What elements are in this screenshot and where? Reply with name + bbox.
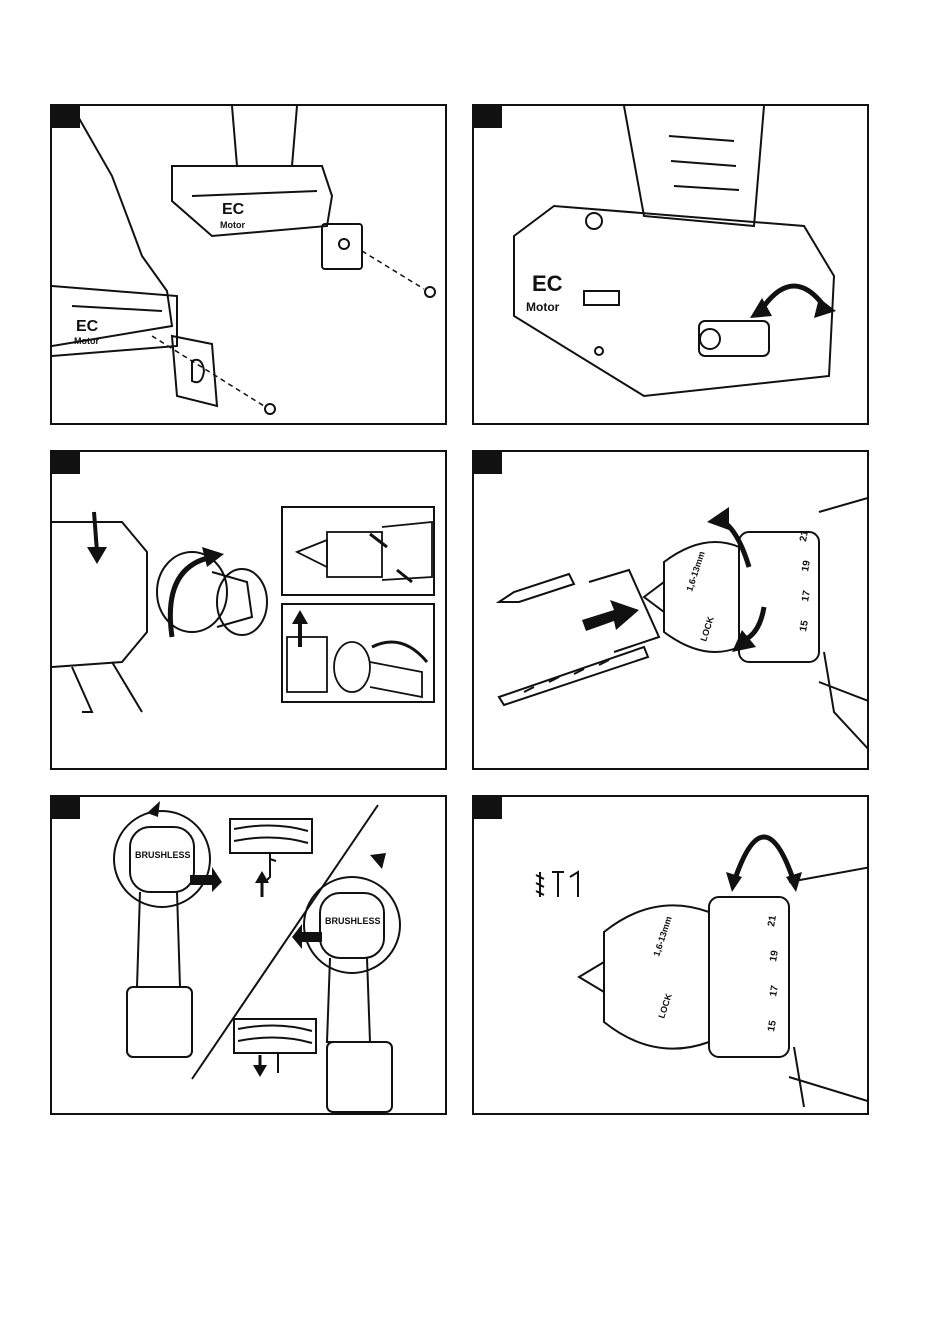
brand-label-right: BRUSHLESS xyxy=(325,916,381,926)
chuck-lock-label: LOCK xyxy=(698,615,716,643)
auxiliary-handle-illustration xyxy=(52,452,447,770)
battery-base-illustration: EC Motor xyxy=(474,106,869,425)
torque-setting-17: 17 xyxy=(800,589,813,602)
panel-mode-selection: 1,6-13mm LOCK 15 17 19 21 xyxy=(472,795,869,1115)
insert-bit-illustration: 1,6-13mm LOCK 15 17 19 21 xyxy=(474,452,869,770)
torque-setting-19: 19 xyxy=(800,559,813,572)
panel-number-tab xyxy=(474,106,502,128)
ec-logo-lower: EC xyxy=(76,318,99,335)
chuck-range-label: 1,6-13mm xyxy=(684,550,706,593)
panel-number-tab xyxy=(52,797,80,819)
panel-battery-base: EC Motor xyxy=(472,104,869,425)
torque-setting-15: 15 xyxy=(798,619,811,632)
ec-logo: EC xyxy=(532,271,563,296)
torque-setting-17: 17 xyxy=(768,984,781,997)
motor-logo-upper: Motor xyxy=(220,220,245,230)
panel-number-tab xyxy=(474,797,502,819)
chuck-range-label: 1,6-13mm xyxy=(651,915,673,958)
chuck-lock-label: LOCK xyxy=(656,992,674,1020)
motor-logo-lower: Motor xyxy=(74,336,99,346)
panel-belt-clip-mounting: EC Motor EC Motor xyxy=(50,104,447,425)
panel-auxiliary-handle xyxy=(50,450,447,770)
motor-logo: Motor xyxy=(526,300,560,314)
torque-setting-15: 15 xyxy=(766,1019,779,1032)
rotation-direction-illustration: BRUSHLESS BRUSHLESS xyxy=(52,797,447,1115)
panel-rotation-direction: BRUSHLESS BRUSHLESS xyxy=(50,795,447,1115)
ec-logo-upper: EC xyxy=(222,201,245,218)
mode-selection-illustration: 1,6-13mm LOCK 15 17 19 21 xyxy=(474,797,869,1115)
panel-number-tab xyxy=(52,452,80,474)
panel-insert-bit: 1,6-13mm LOCK 15 17 19 21 xyxy=(472,450,869,770)
panel-number-tab xyxy=(474,452,502,474)
brand-label-left: BRUSHLESS xyxy=(135,850,191,860)
belt-clip-illustration: EC Motor EC Motor xyxy=(52,106,447,425)
torque-setting-21: 21 xyxy=(766,914,779,927)
torque-setting-19: 19 xyxy=(768,949,781,962)
panel-number-tab xyxy=(52,106,80,128)
